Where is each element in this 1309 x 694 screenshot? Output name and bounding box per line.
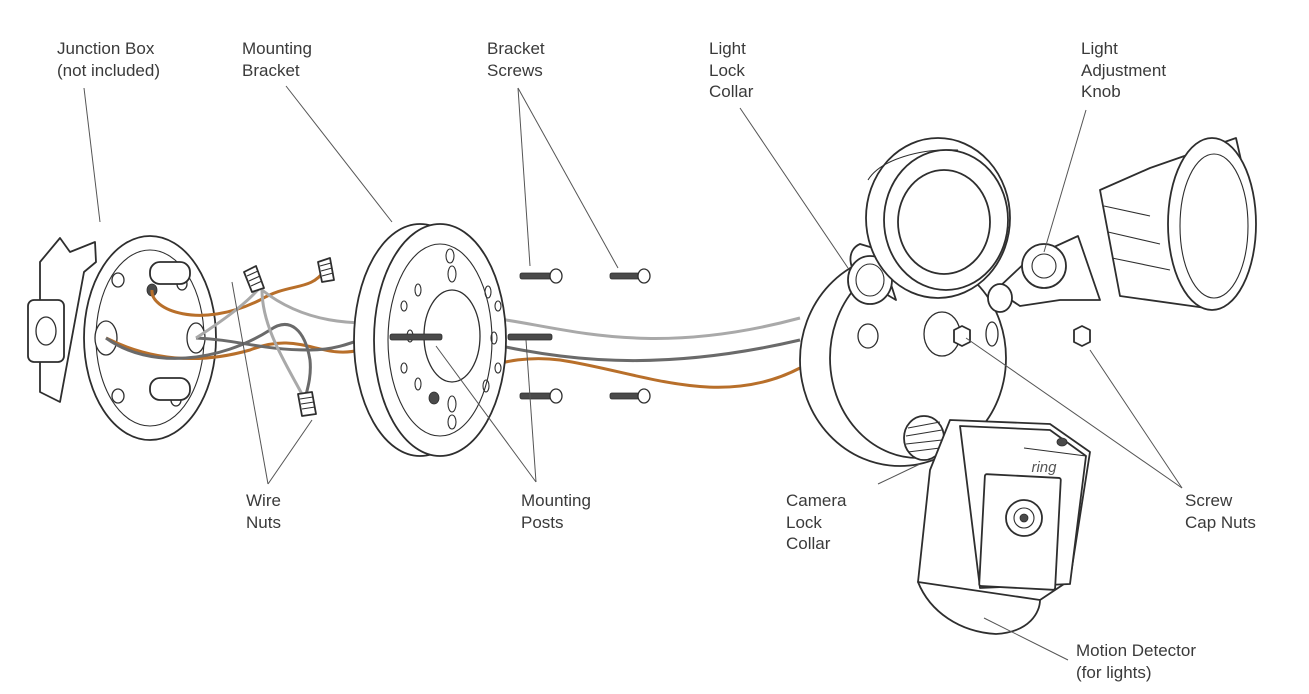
- floodlight-housing: [799, 253, 1007, 467]
- label-mounting-posts: Mounting Posts: [521, 491, 591, 532]
- junction-box: [27, 235, 217, 441]
- label-junction-box: Junction Box (not included): [57, 39, 161, 80]
- mounting-bracket: [353, 223, 553, 457]
- label-wire-nuts: Wire Nuts: [246, 491, 281, 532]
- label-light-lock-collar: Light Lock Collar: [709, 39, 754, 101]
- label-camera-lock-collar: Camera Lock Collar: [786, 491, 847, 553]
- label-mounting-bracket: Mounting Bracket: [242, 39, 312, 80]
- screw-cap-nuts: [953, 325, 1091, 347]
- bracket-screws: [519, 268, 651, 404]
- camera: ring: [903, 415, 1091, 635]
- leader-lines: [83, 85, 1183, 661]
- wire-nuts: [243, 257, 335, 417]
- label-light-adjustment-knob: Light Adjustment Knob: [1081, 39, 1167, 101]
- right-floodlight: [987, 137, 1257, 313]
- label-bracket-screws: Bracket Screws: [487, 39, 545, 80]
- left-floodlight: [847, 137, 1011, 305]
- label-screw-cap-nuts: Screw Cap Nuts: [1185, 491, 1256, 532]
- label-motion-detector: Motion Detector (for lights): [1076, 641, 1196, 682]
- camera-brand-logo: ring: [1031, 459, 1057, 476]
